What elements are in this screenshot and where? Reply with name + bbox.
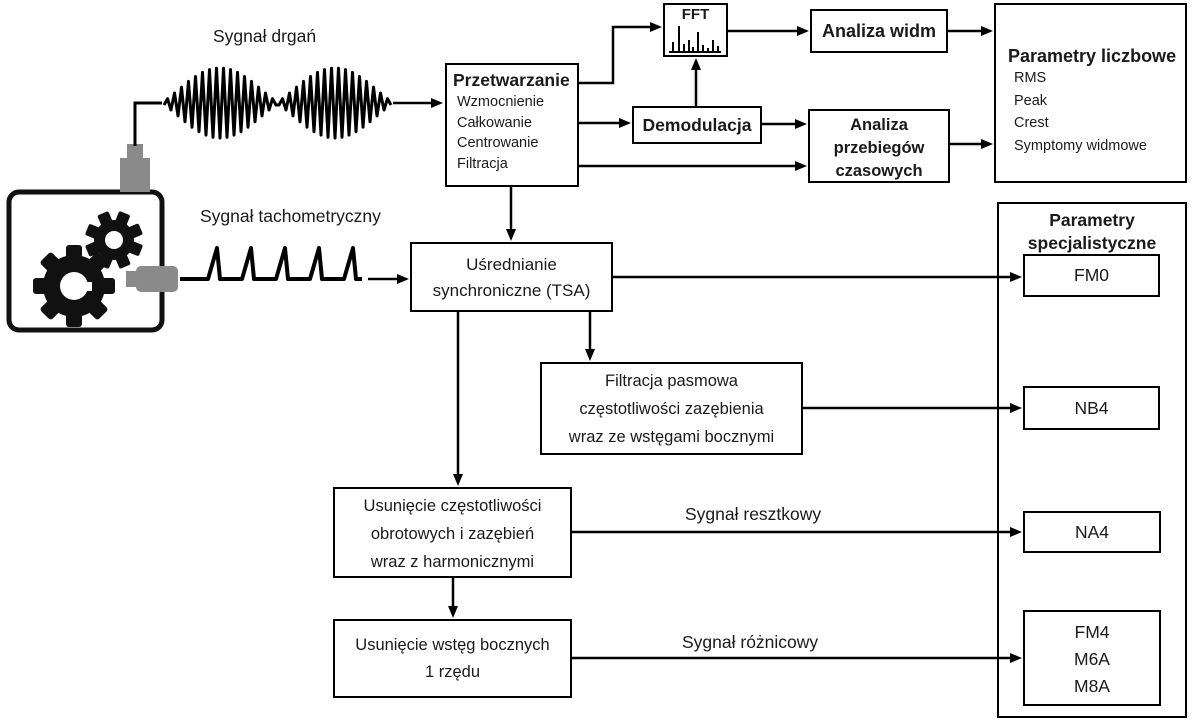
box-item: RMS	[1014, 70, 1047, 86]
parameter-label: NB4	[1074, 397, 1109, 418]
arrow-przetwarzanie-to-fft	[578, 22, 662, 85]
box-analiza-przebiegow: Analiza przebiegów czasowych	[808, 109, 950, 183]
tacho-pulse-waveform	[180, 246, 362, 281]
box-title-line: wraz z harmonicznymi	[370, 553, 535, 571]
box-nb4: NB4	[1023, 386, 1160, 430]
box-title: Analiza widm	[821, 20, 937, 41]
box-title-line: Filtracja pasmowa	[605, 372, 738, 390]
box-title-line: Usunięcie wstęg bocznych	[355, 636, 550, 654]
box-demodulacja: Demodulacja	[632, 106, 762, 144]
box-na4: NA4	[1023, 511, 1161, 553]
tachometer-sensor-icon	[126, 266, 178, 292]
vibration-waveform	[162, 66, 393, 140]
box-title-line: Usunięcie częstotliwości	[363, 497, 542, 515]
box-item: Filtracja	[457, 155, 508, 172]
box-item: Centrowanie	[457, 135, 539, 151]
box-item: Całkowanie	[457, 114, 532, 131]
box-filtracja-pasmowa: Filtracja pasmowa częstotliwości zazębie…	[540, 362, 803, 455]
gear-small-icon	[85, 211, 143, 269]
box-title-line: specjalistyczne	[1027, 233, 1157, 253]
box-title-line: przebiegów	[833, 139, 925, 157]
box-item: Peak	[1014, 92, 1048, 109]
label-residual-signal: Sygnał resztkowy	[685, 504, 822, 524]
box-title-line: Uśrednianie	[466, 255, 557, 274]
connector-sensor-wave	[133, 101, 162, 146]
parameter-label: NA4	[1074, 521, 1110, 542]
box-title-line: obrotowych i zazębień	[370, 525, 535, 543]
fft-spectrum-icon	[669, 26, 721, 53]
box-item: Symptomy widmowe	[1014, 137, 1147, 154]
box-title-line: wraz ze wstęgami bocznymi	[568, 428, 775, 446]
parameter-label: FM0	[1074, 265, 1109, 285]
label-tacho-signal: Sygnał tachometryczny	[200, 206, 381, 226]
box-title: Przetwarzanie	[453, 70, 570, 90]
parameter-label: M8A	[1074, 676, 1110, 696]
box-item: Wzmocnienie	[457, 94, 545, 110]
box-item: Crest	[1014, 115, 1049, 131]
box-title-line: czasowych	[835, 162, 923, 180]
box-parametry-liczbowe: Parametry liczbowe RMS Peak Crest Sympto…	[994, 3, 1187, 183]
label-difference-signal: Sygnał różnicowy	[682, 632, 819, 652]
box-analiza-widm: Analiza widm	[810, 9, 948, 53]
accelerometer-sensor-icon	[120, 144, 150, 192]
box-title: Parametry liczbowe	[1008, 46, 1177, 66]
box-fft: FFT	[663, 3, 728, 57]
box-fm0: FM0	[1023, 254, 1160, 297]
box-usuniecie-wsteg: Usunięcie wstęg bocznych 1 rzędu	[333, 619, 572, 698]
box-title-line: synchroniczne (TSA)	[432, 281, 591, 300]
label-vibration-signal: Sygnał drgań	[213, 26, 317, 46]
box-title-line: Parametry	[1049, 210, 1135, 230]
box-title-line: częstotliwości zazębienia	[579, 400, 764, 418]
box-parametry-specjalistyczne: Parametry specjalistyczne	[997, 202, 1187, 718]
box-usuniecie-czestotliwosci: Usunięcie częstotliwości obrotowych i za…	[333, 487, 572, 578]
box-fm4-m6a-m8a: FM4 M6A M8A	[1023, 610, 1161, 706]
box-przetwarzanie: Przetwarzanie Wzmocnienie Całkowanie Cen…	[445, 63, 579, 187]
box-title: FFT	[681, 6, 710, 23]
box-title-line: 1 rzędu	[424, 663, 481, 681]
parameter-label: FM4	[1074, 622, 1110, 642]
box-title-line: Analiza	[850, 116, 908, 134]
box-title: Demodulacja	[642, 114, 752, 135]
gearbox-icon	[6, 189, 165, 333]
box-tsa: Uśrednianie synchroniczne (TSA)	[410, 242, 613, 312]
parameter-label: M6A	[1074, 649, 1110, 669]
